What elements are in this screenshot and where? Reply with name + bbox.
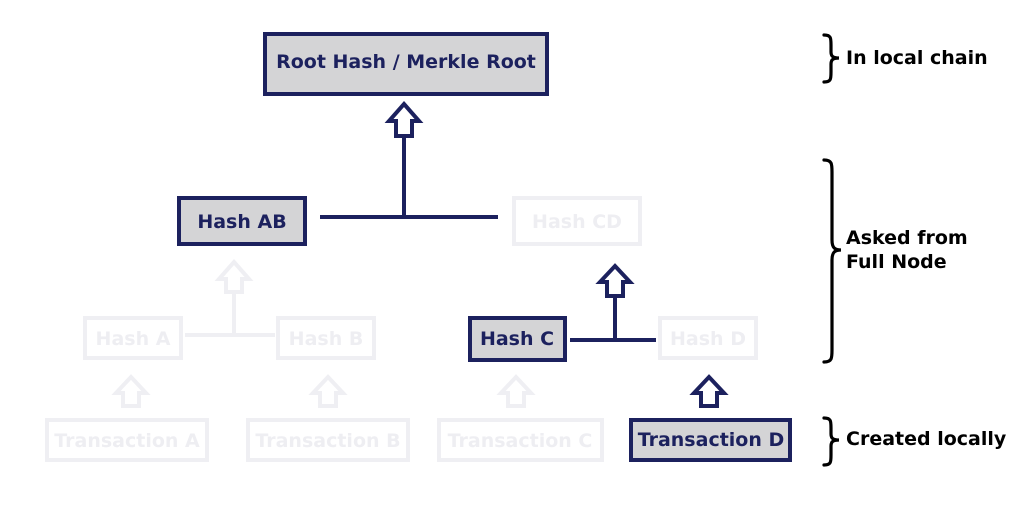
node-hash-cd-label: Hash CD [532,211,622,233]
node-transaction-a: Transaction A [45,418,209,462]
arrow-up-to-hash-c-icon [496,374,536,408]
node-hash-b: Hash B [276,316,376,360]
node-transaction-d-label: Transaction D [638,429,785,451]
brace-created-locally-icon [822,416,840,467]
node-transaction-b-label: Transaction B [255,430,400,452]
node-hash-d: Hash D [658,316,758,360]
node-hash-ab: Hash AB [177,196,307,246]
node-transaction-c: Transaction C [437,418,604,462]
brace-in-local-chain-icon [822,33,840,84]
node-hash-d-label: Hash D [670,328,746,350]
node-hash-b-label: Hash B [289,328,364,350]
node-hash-cd: Hash CD [512,196,642,246]
node-transaction-c-label: Transaction C [448,430,593,452]
level-label-created-locally: Created locally [846,428,1007,450]
node-transaction-b: Transaction B [246,418,410,462]
level-braces [822,33,842,467]
arrow-up-to-hash-d-icon [689,374,729,408]
connectors [185,138,656,342]
arrow-up-to-hash-cd-icon [595,263,635,298]
arrows [111,100,729,408]
arrow-up-to-hash-ab-icon [214,258,254,294]
node-hash-ab-label: Hash AB [197,211,286,233]
node-root: Root Hash / Merkle Root [263,32,549,96]
node-root-label: Root Hash / Merkle Root [276,51,536,73]
level-label-asked-from-full-node: Asked from Full Node [846,227,968,273]
node-transaction-d: Transaction D [629,418,792,462]
level-label-in-local-chain: In local chain [846,47,988,69]
arrow-up-to-hash-a-icon [111,374,151,408]
arrow-up-to-root-icon [384,100,424,138]
arrow-up-to-hash-b-icon [308,374,348,408]
node-transaction-a-label: Transaction A [54,430,200,452]
brace-asked-from-full-node-icon [822,158,842,364]
node-hash-a-label: Hash A [96,328,171,350]
node-hash-c-label: Hash C [480,328,554,350]
node-hash-a: Hash A [83,316,183,360]
node-hash-c: Hash C [468,316,567,362]
